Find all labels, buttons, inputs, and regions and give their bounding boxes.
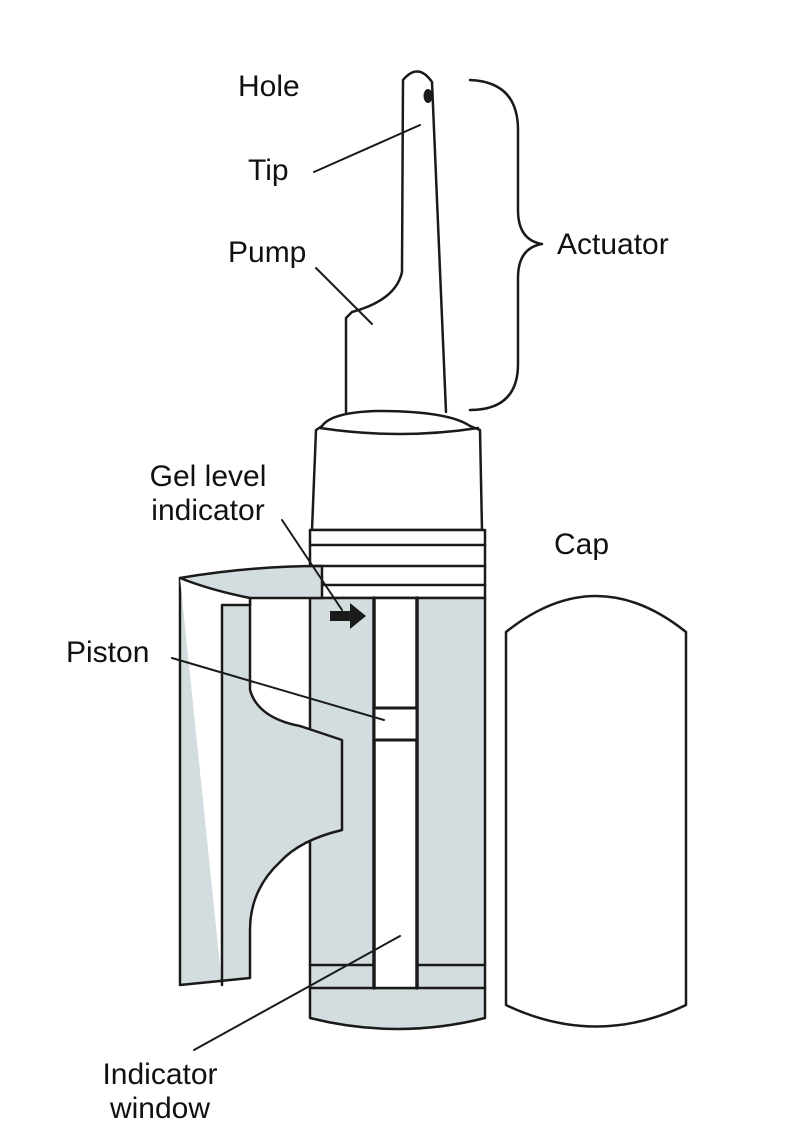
label-indicator-window: Indicator window [80, 1058, 240, 1126]
label-pump: Pump [228, 236, 307, 269]
side-clip-flap [178, 576, 252, 987]
actuator-tip-outline [344, 70, 448, 414]
piston [372, 706, 419, 742]
label-cap: Cap [554, 528, 610, 561]
label-piston: Piston [66, 636, 150, 669]
label-gel-level-line2: indicator [151, 494, 265, 527]
indicator-window [372, 596, 419, 990]
label-hole: Hole [238, 70, 300, 103]
label-tip: Tip [248, 154, 289, 187]
actuator-brace [468, 78, 544, 412]
dispenser-shoulder [310, 409, 484, 532]
piston-leader [171, 657, 385, 721]
collar-band [308, 528, 487, 600]
window-leader [193, 935, 401, 1051]
pump-leader [315, 267, 373, 325]
label-gel-level-line1: Gel level [149, 460, 267, 493]
cap-outline [504, 594, 688, 1028]
label-indicator-window-line2: window [109, 1092, 211, 1125]
label-indicator-window-line1: Indicator [102, 1058, 218, 1091]
tip-hole [423, 89, 433, 103]
tip-leader [313, 124, 421, 173]
shoulder-ring-line [318, 426, 480, 436]
gel-level-leader [281, 519, 343, 611]
label-gel-level-indicator: Gel level indicator [128, 460, 288, 528]
label-actuator: Actuator [557, 228, 669, 261]
gel-level-arrow [330, 603, 366, 629]
